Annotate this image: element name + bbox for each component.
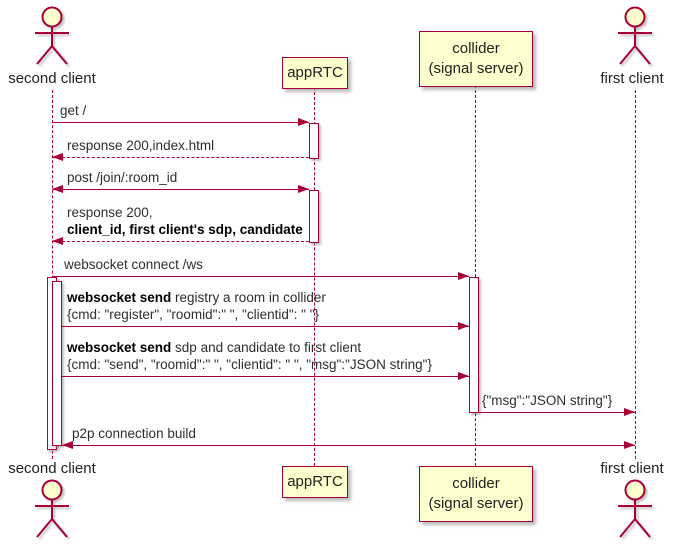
message-line-response-sdp — [52, 241, 309, 242]
message-line-msg-json — [479, 412, 635, 413]
message-label-line: client_id, first client's sdp, candidate — [67, 222, 303, 239]
activation-bar-4 — [52, 281, 62, 446]
message-label-response-index: response 200,index.html — [67, 138, 214, 155]
message-label-line: {"msg":"JSON string"} — [482, 393, 612, 410]
lifeline-second-client — [51, 90, 53, 459]
activation-bar-2 — [469, 277, 479, 413]
activation-bar-0 — [309, 123, 319, 159]
message-line-post-join — [52, 189, 309, 190]
arrowhead-left-p2p — [62, 441, 73, 449]
arrowhead-right-post-join — [298, 185, 309, 193]
actor-figure-second-client-top — [28, 6, 76, 68]
arrowhead-left-post-join — [52, 185, 63, 193]
message-label-line: p2p connection build — [72, 426, 196, 443]
message-line-ws-register — [62, 326, 469, 327]
actor-label-second-client-top: second client — [8, 70, 96, 87]
participant-label: collider — [452, 475, 500, 492]
arrowhead-left-response-sdp — [52, 237, 63, 245]
message-label-text: websocket connect /ws — [64, 256, 203, 272]
arrowhead-left-response-index — [52, 153, 63, 161]
message-label-line: response 200, — [67, 205, 303, 222]
actor-label-first-client-bot: first client — [600, 460, 664, 477]
arrowhead-right-ws-connect — [458, 272, 469, 280]
message-line-response-index — [52, 157, 309, 158]
activation-bar-1 — [309, 190, 319, 243]
message-label-ws-register: websocket send registry a room in collid… — [67, 290, 326, 323]
message-label-line: websocket send registry a room in collid… — [67, 290, 326, 307]
message-label-line: {cmd: "register", "roomid":" ", "clienti… — [67, 307, 326, 324]
message-label-response-sdp: response 200,client_id, first client's s… — [67, 205, 303, 238]
actor-label-first-client-top: first client — [600, 70, 664, 87]
message-label-text: post /join/:room_id — [67, 169, 178, 185]
message-label-msg-json: {"msg":"JSON string"} — [482, 393, 612, 410]
message-label-text: {"msg":"JSON string"} — [482, 392, 613, 408]
message-label-ws-send-sdp: websocket send sdp and candidate to firs… — [67, 340, 432, 373]
stick-figure-icon — [35, 6, 69, 65]
message-label-line: websocket connect /ws — [64, 257, 203, 274]
message-label-line: post /join/:room_id — [67, 170, 177, 187]
message-label-p2p: p2p connection build — [72, 426, 196, 443]
message-label-text: client_id, first client's sdp, candidate — [67, 221, 303, 237]
participant-label: appRTC — [287, 473, 343, 490]
stick-figure-icon — [35, 479, 69, 538]
message-line-ws-connect — [52, 276, 469, 277]
actor-figure-first-client-top — [611, 6, 659, 68]
arrowhead-right-msg-json — [624, 408, 635, 416]
message-label-line: {cmd: "send", "roomid":" ", "clientid": … — [67, 357, 432, 374]
message-label-ws-connect: websocket connect /ws — [64, 257, 203, 274]
message-label-line: websocket send sdp and candidate to firs… — [67, 340, 432, 357]
participant-label: appRTC — [287, 64, 343, 81]
message-label-text: response 200,index.html — [67, 137, 215, 153]
participant-sublabel: (signal server) — [428, 495, 524, 512]
message-label-post-join: post /join/:room_id — [67, 170, 177, 187]
message-label-text: {cmd: "register", "roomid":" ", "clienti… — [67, 306, 320, 322]
message-label-line: get / — [60, 103, 86, 120]
message-line-p2p — [62, 445, 635, 446]
message-label-bold-prefix: websocket send — [67, 340, 172, 355]
participant-box-collider-bot: collider (signal server) — [419, 466, 533, 522]
participant-box-apprtc-top: appRTC — [282, 57, 348, 89]
actor-label-second-client-bot: second client — [8, 460, 96, 477]
arrowhead-right-ws-register — [458, 322, 469, 330]
stick-figure-icon — [618, 479, 652, 538]
stick-figure-icon — [618, 6, 652, 65]
message-label-text: registry a room in collider — [171, 290, 326, 305]
arrowhead-right-ws-send-sdp — [458, 372, 469, 380]
participant-sublabel: (signal server) — [428, 60, 524, 77]
actor-figure-first-client-bot — [611, 479, 659, 541]
message-label-bold-prefix: websocket send — [67, 290, 172, 305]
participant-box-collider-top: collider (signal server) — [419, 31, 533, 87]
arrowhead-right-p2p — [624, 441, 635, 449]
lifeline-first-client — [634, 90, 636, 459]
message-line-ws-send-sdp — [62, 376, 469, 377]
arrowhead-right-get — [298, 118, 309, 126]
lifeline-collider — [474, 85, 476, 466]
message-label-text: response 200, — [67, 205, 153, 220]
message-label-text: get / — [60, 102, 87, 118]
message-line-get — [52, 122, 309, 123]
participant-box-apprtc-bot: appRTC — [282, 466, 348, 498]
message-label-get: get / — [60, 103, 86, 120]
message-label-text: sdp and candidate to first client — [171, 340, 362, 355]
message-label-text: p2p connection build — [72, 425, 196, 441]
actor-figure-second-client-bot — [28, 479, 76, 541]
message-label-text: {cmd: "send", "roomid":" ", "clientid": … — [67, 356, 432, 372]
participant-label: collider — [452, 40, 500, 57]
message-label-line: response 200,index.html — [67, 138, 214, 155]
